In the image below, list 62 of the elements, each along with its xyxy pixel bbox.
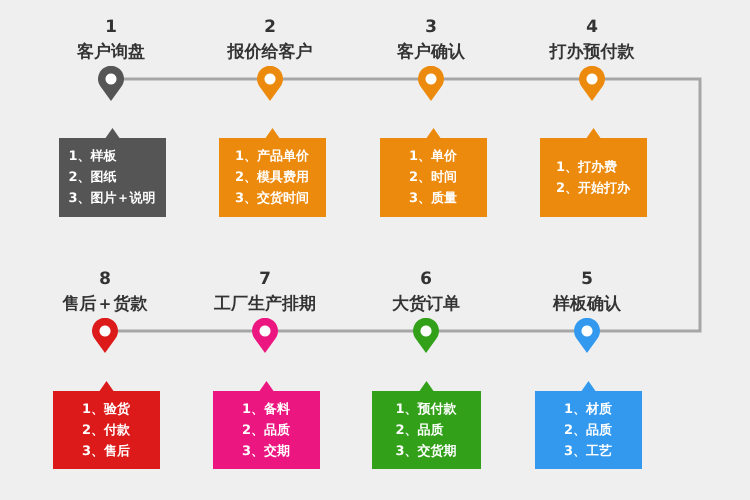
step-title: 报价给客户 [228,42,312,62]
list-item: 3、交期 [242,442,290,460]
location-pin [579,66,605,101]
connector-line [124,78,257,80]
location-pin [98,66,124,101]
list-item: 2、开始打办 [556,180,630,198]
list-item: 3、交货期 [395,442,457,460]
connector-line [118,330,252,332]
list-item: 1、验货 [82,400,130,418]
list-item: 1、产品单价 [234,148,310,166]
list-item: 2、图纸 [68,169,117,187]
location-pin [413,318,439,353]
step-number: 3 [425,17,437,37]
step-title: 样板确认 [553,294,621,314]
list-item: 1、材质 [564,400,612,418]
step-number: 5 [581,269,593,289]
list-item: 3、质量 [408,190,458,208]
callout-box [540,128,646,217]
location-pin [92,318,118,353]
list-item: 2、时间 [408,169,458,187]
callout-box [380,128,486,217]
location-pin [252,318,278,353]
list-item: 1、样板 [68,148,117,166]
step-number: 1 [105,17,117,37]
connector-line [283,78,418,80]
location-pin [257,66,283,101]
list-item: 2、付款 [82,422,130,440]
step-title: 客户询盘 [77,42,145,62]
location-pin [418,66,444,101]
callout-box [58,128,166,217]
callout-box [372,381,480,469]
list-item: 3、工艺 [564,442,612,460]
callout-box [218,128,326,217]
callout-box [534,381,642,469]
list-item: 2、品质 [395,422,444,440]
list-item: 1、单价 [408,148,458,166]
list-item: 3、售后 [82,442,130,460]
step-number: 2 [264,17,276,37]
connector-line [278,330,413,332]
list-item: 1、备料 [242,400,290,418]
callout-box [52,381,160,469]
connector-line [444,78,579,80]
connector-line [439,330,574,332]
list-item: 1、预付款 [395,400,457,418]
list-item: 2、品质 [242,422,290,440]
list-item: 2、品质 [564,422,612,440]
step-title: 客户确认 [397,42,465,62]
step-number: 7 [259,269,271,289]
location-pin [574,318,600,353]
step-title: 售后＋货款 [62,294,148,314]
callout-box [212,381,320,469]
list-item: 3、图片＋说明 [68,190,156,208]
step-title: 大货订单 [392,294,460,314]
list-item: 1、打办费 [556,158,618,176]
step-number: 4 [586,17,598,37]
connector-line [600,78,702,332]
list-item: 2、模具费用 [234,169,310,187]
step-title: 工厂生产排期 [214,294,316,314]
step-number: 6 [420,269,432,289]
step-number: 8 [99,269,111,289]
list-item: 3、交货时间 [234,190,310,208]
step-title: 打办预付款 [550,42,634,62]
